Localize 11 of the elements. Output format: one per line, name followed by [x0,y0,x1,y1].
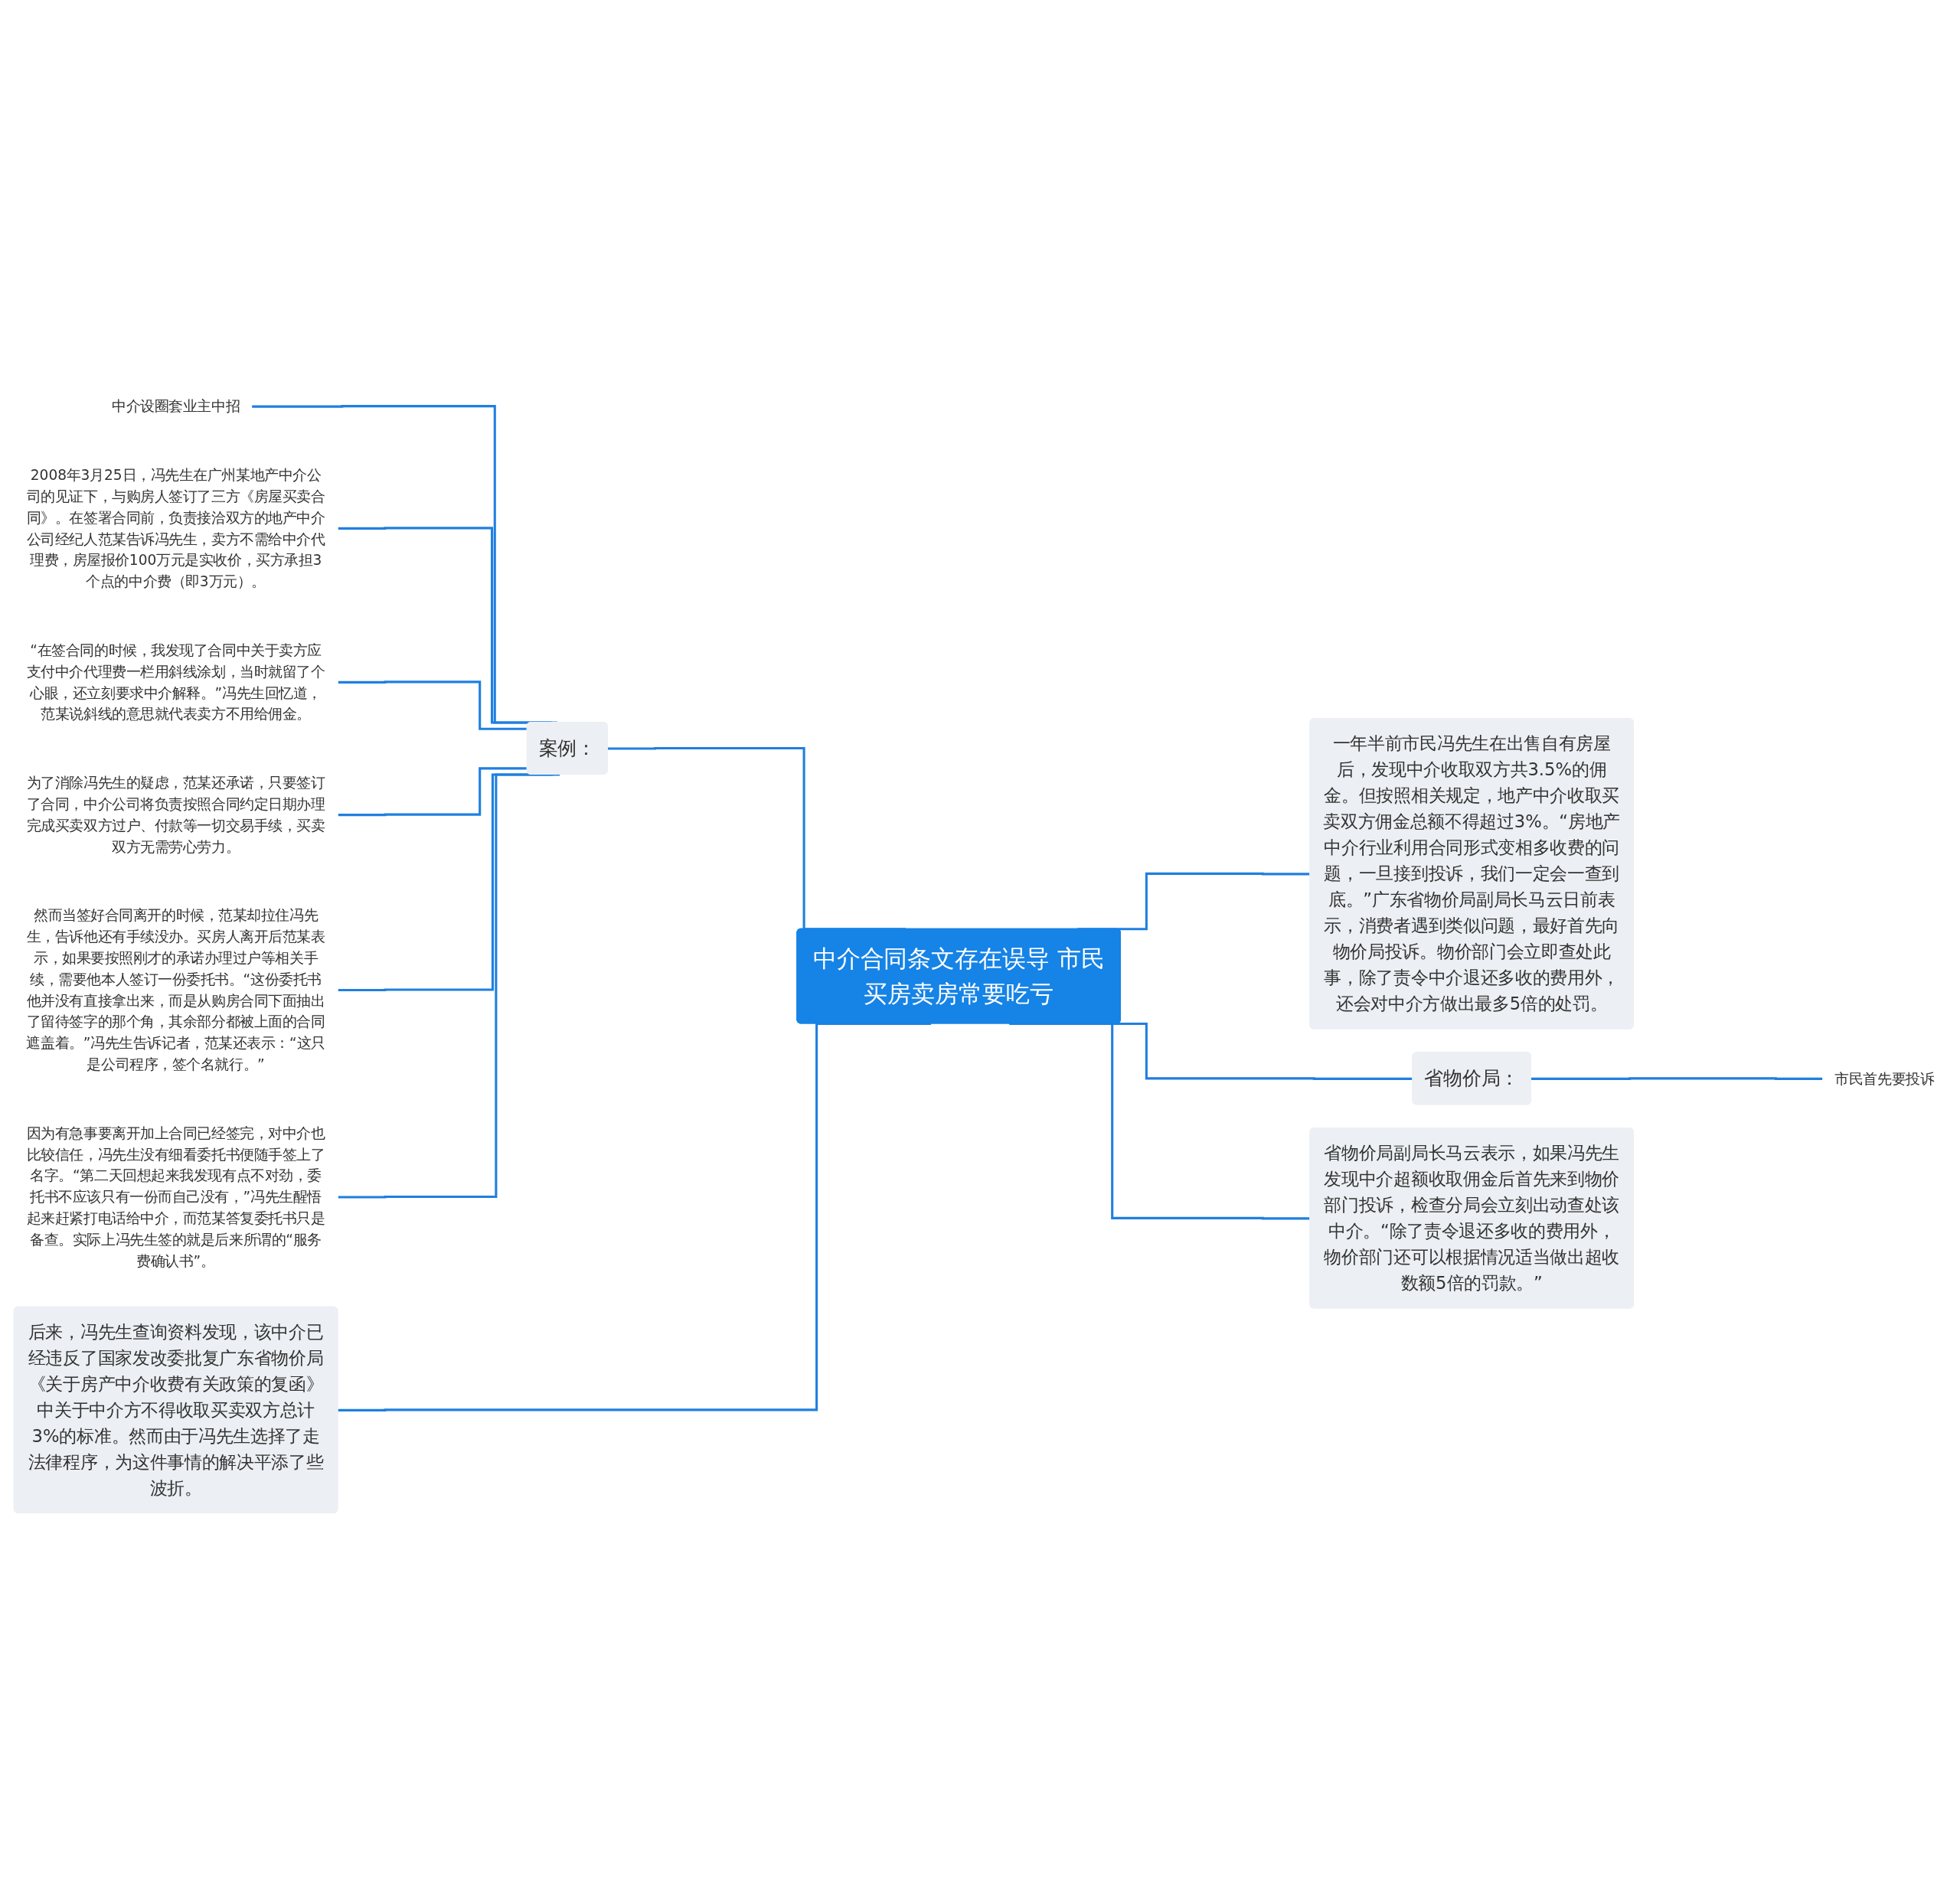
node-text: 中介设圈套业主中招 [112,397,240,415]
node-text: 然而当签好合同离开的时候，范某却拉住冯先生，告诉他还有手续没办。买房人离开后范某表示，如果要按照刚才的承诺办理过户等相关手续，需要他本人签订一份委托书。“这份委托书他并没有直接拿出来，而是从购房合同下面抽出了留待签字的那个角，其余部分都被上面的合同遮盖着。”冯先生告诉记者，范某还表示：“这只是公司程序，签个名就行。” [26,906,325,1072]
node-text: 因为有急事要离开加上合同已经签完，对中介也比较信任，冯先生没有细看委托书便随手签上了名字。“第二天回想起来我发现有点不对劲，委托书不应该只有一份而自己没有，”冯先生醒悟起来赶紧打电话给中介，而范某答复委托书只是备查。实际上冯先生签的就是后来所谓的“服务费确认书”。 [26,1124,325,1269]
connector [338,766,528,816]
node-text: “在签合同的时候，我发现了合同中关于卖方应支付中介代理费一栏用斜线涂划，当时就留了个心眼，还立刻要求中介解释。”冯先生回忆道，范某说斜线的意思就代表卖方不用给佣金。 [26,641,325,723]
node-text: 市民首先要投诉 [1834,1069,1935,1087]
connector [338,773,560,1199]
node-text: 为了消除冯先生的疑虑，范某还承诺，只要签订了合同，中介公司将负责按照合同约定日期办理完成买卖双方过户、付款等一切交易手续，买卖双方无需劳心劳力。 [26,774,325,855]
node-text: 2008年3月25日，冯先生在广州某地产中介公司的见证下，与购房人签订了三方《房屋买卖合同》。在签署合同前，负责接洽双方的地产中介公司经纪人范某告诉冯先生，卖方不需给中介代理费，房屋报价100万元是实收价，买方承担3个点的中介费（即3万元）。 [26,466,325,589]
connector [338,680,528,730]
connector [338,1022,932,1411]
